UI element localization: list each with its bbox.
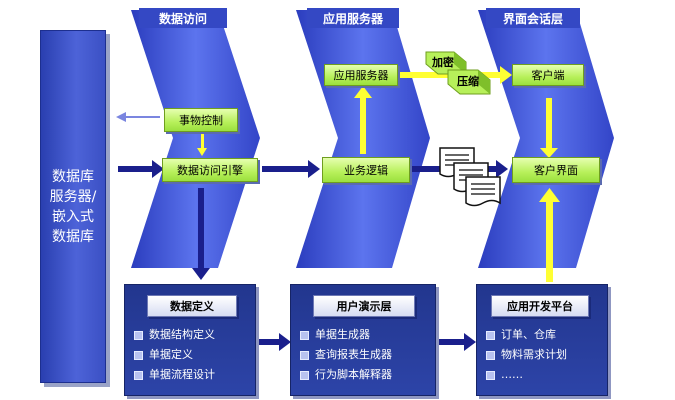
list-item: 查询报表生成器 bbox=[300, 345, 392, 365]
user-presentation-panel: 用户演示层 单据生成器 查询报表生成器 行为脚本解释器 bbox=[290, 284, 436, 396]
arrow-transaction-to-db bbox=[116, 112, 160, 122]
bullet-icon bbox=[134, 330, 143, 340]
bullet-icon bbox=[486, 330, 495, 340]
list-item: 行为脚本解释器 bbox=[300, 365, 392, 385]
compress-block bbox=[447, 69, 491, 95]
user-presentation-title: 用户演示层 bbox=[313, 295, 415, 317]
bullet-icon bbox=[134, 350, 143, 360]
header-app-server: 应用服务器 bbox=[307, 8, 399, 28]
header-ui-session: 界面会话层 bbox=[486, 8, 580, 28]
list-item: 数据结构定义 bbox=[134, 325, 215, 345]
client-ui-label: 客户界面 bbox=[534, 164, 578, 177]
arrow-panel2-to-panel3 bbox=[438, 333, 476, 351]
compress-label: 压缩 bbox=[457, 75, 479, 88]
list-item: 单据生成器 bbox=[300, 325, 392, 345]
arrow-transaction-to-engine bbox=[197, 134, 207, 156]
data-definition-list: 数据结构定义 单据定义 单据流程设计 bbox=[134, 325, 215, 385]
business-logic-box: 业务逻辑 bbox=[322, 157, 410, 183]
bullet-icon bbox=[134, 370, 143, 380]
bullet-icon bbox=[300, 370, 309, 380]
data-definition-title: 数据定义 bbox=[147, 295, 237, 317]
list-item: 单据流程设计 bbox=[134, 365, 215, 385]
transaction-control-label: 事物控制 bbox=[179, 114, 223, 127]
list-item: …… bbox=[486, 365, 567, 385]
data-access-engine-box: 数据访问引擎 bbox=[162, 158, 258, 182]
data-access-engine-label: 数据访问引擎 bbox=[177, 164, 243, 177]
arrow-engine-to-logic bbox=[262, 160, 320, 178]
arrow-logic-to-appserver bbox=[354, 86, 372, 154]
arrow-platform-to-clientui bbox=[539, 188, 560, 282]
app-server-label: 应用服务器 bbox=[333, 69, 389, 82]
encrypt-label: 加密 bbox=[432, 56, 454, 69]
dev-platform-list: 订单、仓库 物料需求计划 …… bbox=[486, 325, 567, 385]
arrow-panel1-to-panel2 bbox=[257, 333, 291, 351]
client-ui-box: 客户界面 bbox=[512, 157, 600, 183]
bullet-icon bbox=[300, 330, 309, 340]
arrow-client-to-clientui bbox=[540, 98, 558, 158]
header-data-access: 数据访问 bbox=[139, 8, 227, 28]
transaction-control-box: 事物控制 bbox=[164, 108, 238, 132]
arrow-engine-down bbox=[192, 188, 210, 280]
list-item: 订单、仓库 bbox=[486, 325, 567, 345]
list-item: 单据定义 bbox=[134, 345, 215, 365]
user-presentation-list: 单据生成器 查询报表生成器 行为脚本解释器 bbox=[300, 325, 392, 385]
database-server-panel: 数据库服务器/嵌入式数据库 bbox=[40, 30, 106, 383]
dev-platform-panel: 应用开发平台 订单、仓库 物料需求计划 …… bbox=[476, 284, 608, 396]
app-server-box: 应用服务器 bbox=[324, 64, 398, 86]
bullet-icon bbox=[486, 350, 495, 360]
bullet-icon bbox=[486, 370, 495, 380]
documents-icon bbox=[439, 147, 501, 207]
arrow-db-to-engine bbox=[118, 160, 164, 178]
business-logic-label: 业务逻辑 bbox=[344, 164, 388, 177]
client-label: 客户端 bbox=[531, 69, 565, 82]
client-box: 客户端 bbox=[512, 64, 584, 86]
data-definition-panel: 数据定义 数据结构定义 单据定义 单据流程设计 bbox=[124, 284, 256, 396]
chevron-data-access bbox=[131, 10, 260, 268]
dev-platform-title: 应用开发平台 bbox=[491, 295, 589, 317]
list-item: 物料需求计划 bbox=[486, 345, 567, 365]
database-server-label: 数据库服务器/嵌入式数据库 bbox=[49, 168, 97, 245]
bullet-icon bbox=[300, 350, 309, 360]
